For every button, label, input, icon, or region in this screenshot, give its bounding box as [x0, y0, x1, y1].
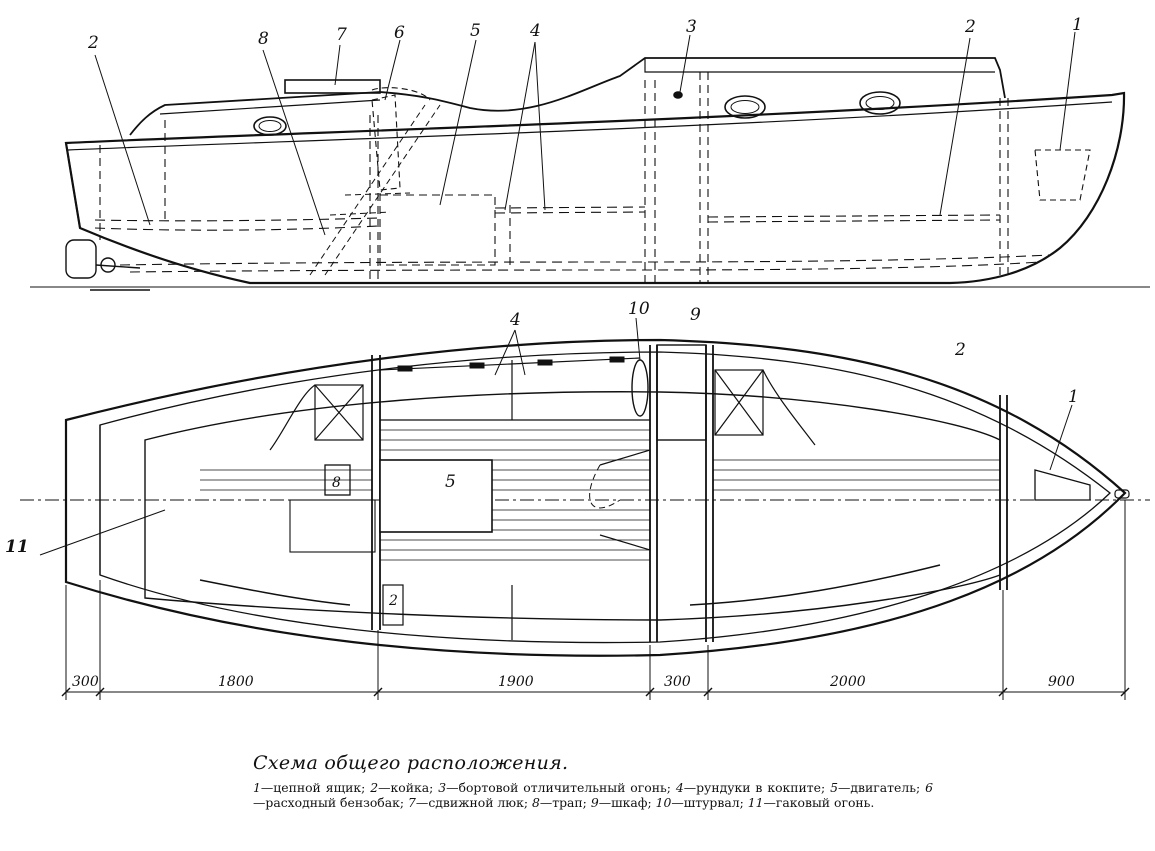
sliding-hatch [284, 79, 381, 94]
side-label: 4 [529, 21, 541, 41]
dimension-label: 2000 [829, 674, 866, 690]
chain-locker-plan [1034, 469, 1091, 501]
ladder-side [309, 104, 441, 276]
caption: Схема общего расположения. 1—цепной ящик… [253, 752, 933, 810]
legend-item: 8—трап; [531, 795, 587, 810]
side-label: 5 [470, 21, 481, 41]
forward-cabin [644, 58, 995, 73]
dimension-labels: 300 1800 1900 300 2000 900 [72, 674, 1075, 690]
plan-coaming [144, 391, 1001, 621]
towing-light [1114, 489, 1130, 499]
side-label: 7 [336, 25, 347, 45]
legend-item: 3—бортовой отличительный огонь; [438, 780, 671, 795]
dimension-label: 300 [72, 674, 99, 690]
legend-item: 9—шкаф; [590, 795, 652, 810]
plan-label: 1 [1068, 387, 1079, 407]
engine-plan [379, 459, 493, 533]
chain-blocks [397, 356, 625, 372]
plan-label: 11 [5, 537, 29, 557]
berth-door [382, 584, 404, 626]
plan-label: 2 [954, 340, 966, 360]
legend-item: 7—сдвижной люк; [408, 795, 529, 810]
plan-view [20, 317, 1150, 657]
dimension-label: 1800 [218, 674, 254, 690]
side-elevation [30, 31, 1150, 291]
caption-title: Схема общего расположения. [253, 752, 569, 774]
steering-wheel [631, 359, 649, 417]
ladder-plan [324, 464, 351, 496]
legend-item: 10—штурвал; [655, 795, 744, 810]
stern-gear [65, 239, 150, 291]
plan-label: 9 [690, 305, 701, 325]
plan-label: 2 [388, 593, 398, 609]
porthole [859, 91, 901, 115]
deck-planking [200, 429, 1000, 561]
legend-item: 1—цепной ящик; [253, 780, 366, 795]
dimension-label: 900 [1048, 674, 1075, 690]
chain-locker-side [1034, 149, 1091, 201]
plan-label: 8 [332, 475, 341, 491]
legend-item: 2—койка; [370, 780, 434, 795]
legend-item: 5—двигатель; [830, 780, 921, 795]
side-labels: 1 2 2 3 4 5 6 7 8 [87, 15, 1083, 53]
plan-label: 10 [628, 299, 650, 319]
plan-labels: 1 2 2 4 5 8 9 10 11 [5, 299, 1079, 609]
cabinet [656, 344, 707, 441]
side-label: 6 [394, 23, 405, 43]
side-label: 1 [1072, 15, 1083, 35]
legend-item: 4—рундуки в кокпите; [675, 780, 826, 795]
porthole [724, 95, 766, 119]
caption-legend: 1—цепной ящик; 2—койка; 3—бортовой отлич… [253, 780, 933, 810]
skylights [269, 369, 816, 451]
side-hull-outline [64, 91, 1126, 285]
side-label: 8 [258, 29, 269, 49]
dimension-label: 300 [664, 674, 691, 690]
legend-item: 11—гаковый огонь. [747, 795, 875, 810]
engine-box-side [379, 194, 511, 266]
side-label: 2 [87, 33, 99, 53]
side-light [673, 91, 683, 99]
plan-hull-inner [99, 351, 1111, 644]
fuel-tank-side [371, 87, 431, 191]
side-label: 3 [686, 17, 697, 37]
dimension-chain [61, 500, 1130, 700]
plan-label: 4 [509, 310, 521, 330]
plan-hull-outer [64, 338, 1127, 657]
dimension-label: 1900 [498, 674, 534, 690]
legend-item: 6—расходный бензобак; [253, 780, 933, 810]
porthole [253, 116, 287, 136]
side-label: 2 [964, 17, 976, 37]
plan-label: 5 [445, 472, 456, 492]
